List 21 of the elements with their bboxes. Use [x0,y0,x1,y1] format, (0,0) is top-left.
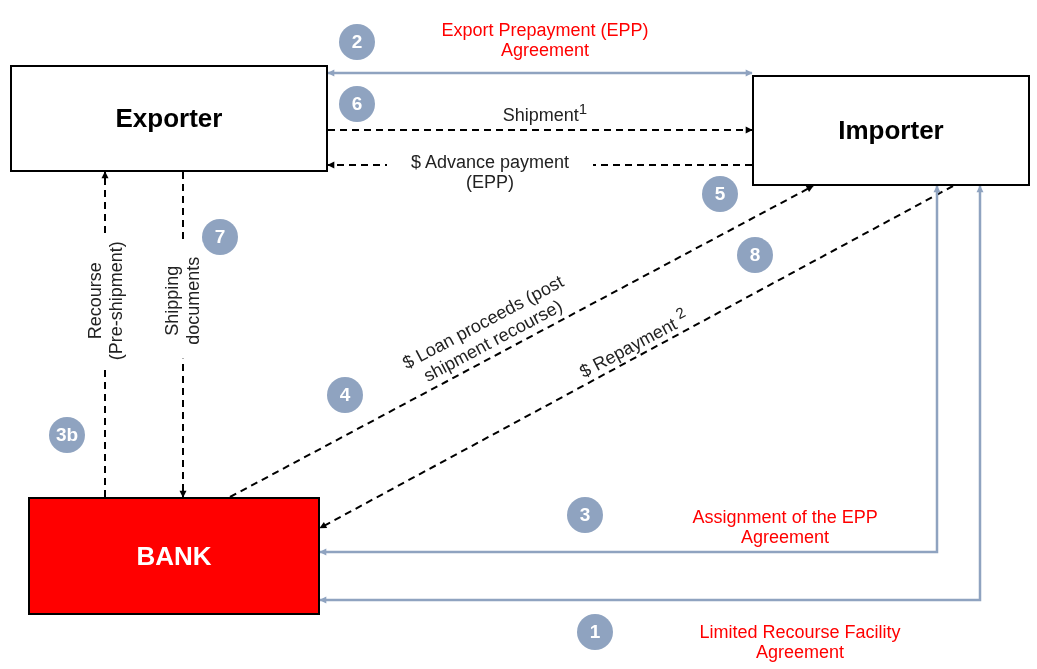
arrow [319,185,984,604]
edge-label: Shipping documents [162,242,204,359]
arrow [229,185,814,498]
step-number-badge: 4 [327,377,363,413]
bank-box: BANK [28,497,320,615]
edge-label: Export Prepayment (EPP) Agreement [440,19,650,61]
edge-label: Assignment of the EPP Agreement [691,506,879,548]
party-box: Exporter [10,65,328,172]
edge-label: Shipment$^{1}$ [501,100,589,126]
arrow [327,69,753,77]
step-number-badge: 5 [702,176,738,212]
step-number-badge: 8 [737,237,773,273]
arrow [327,126,753,134]
step-number-badge: 6 [339,86,375,122]
party-box: Importer [752,75,1030,186]
step-number-badge: 1 [577,614,613,650]
step-number-badge: 3 [567,497,603,533]
edge-label: Limited Recourse Facility Agreement [698,621,902,663]
step-number-badge: 2 [339,24,375,60]
step-number-badge: 7 [202,219,238,255]
step-number-badge: 3b [49,417,85,453]
